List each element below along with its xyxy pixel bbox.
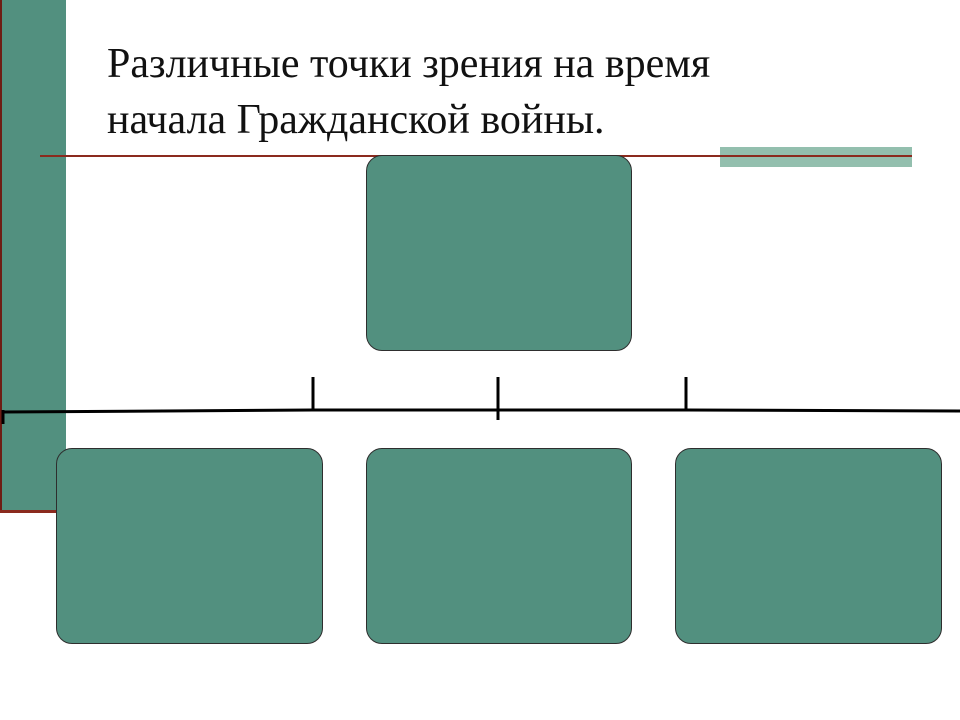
left-accent-band	[0, 0, 66, 510]
title-accent-bar	[720, 147, 912, 167]
connector-horizontal-left	[1, 408, 314, 414]
diagram-root-box	[366, 155, 632, 351]
diagram-child-box-2	[366, 448, 632, 644]
slide-title-line-1: Различные точки зрения на время	[107, 41, 711, 87]
diagram-child-box-3	[675, 448, 942, 644]
diagram-child-box-1	[56, 448, 323, 644]
slide-title-line-2: начала Гражданской войны.	[107, 97, 605, 143]
left-band-underline	[0, 510, 64, 513]
slide-title: Различные точки зрения на время начала Г…	[107, 36, 867, 148]
connector-horizontal-right	[685, 408, 960, 413]
